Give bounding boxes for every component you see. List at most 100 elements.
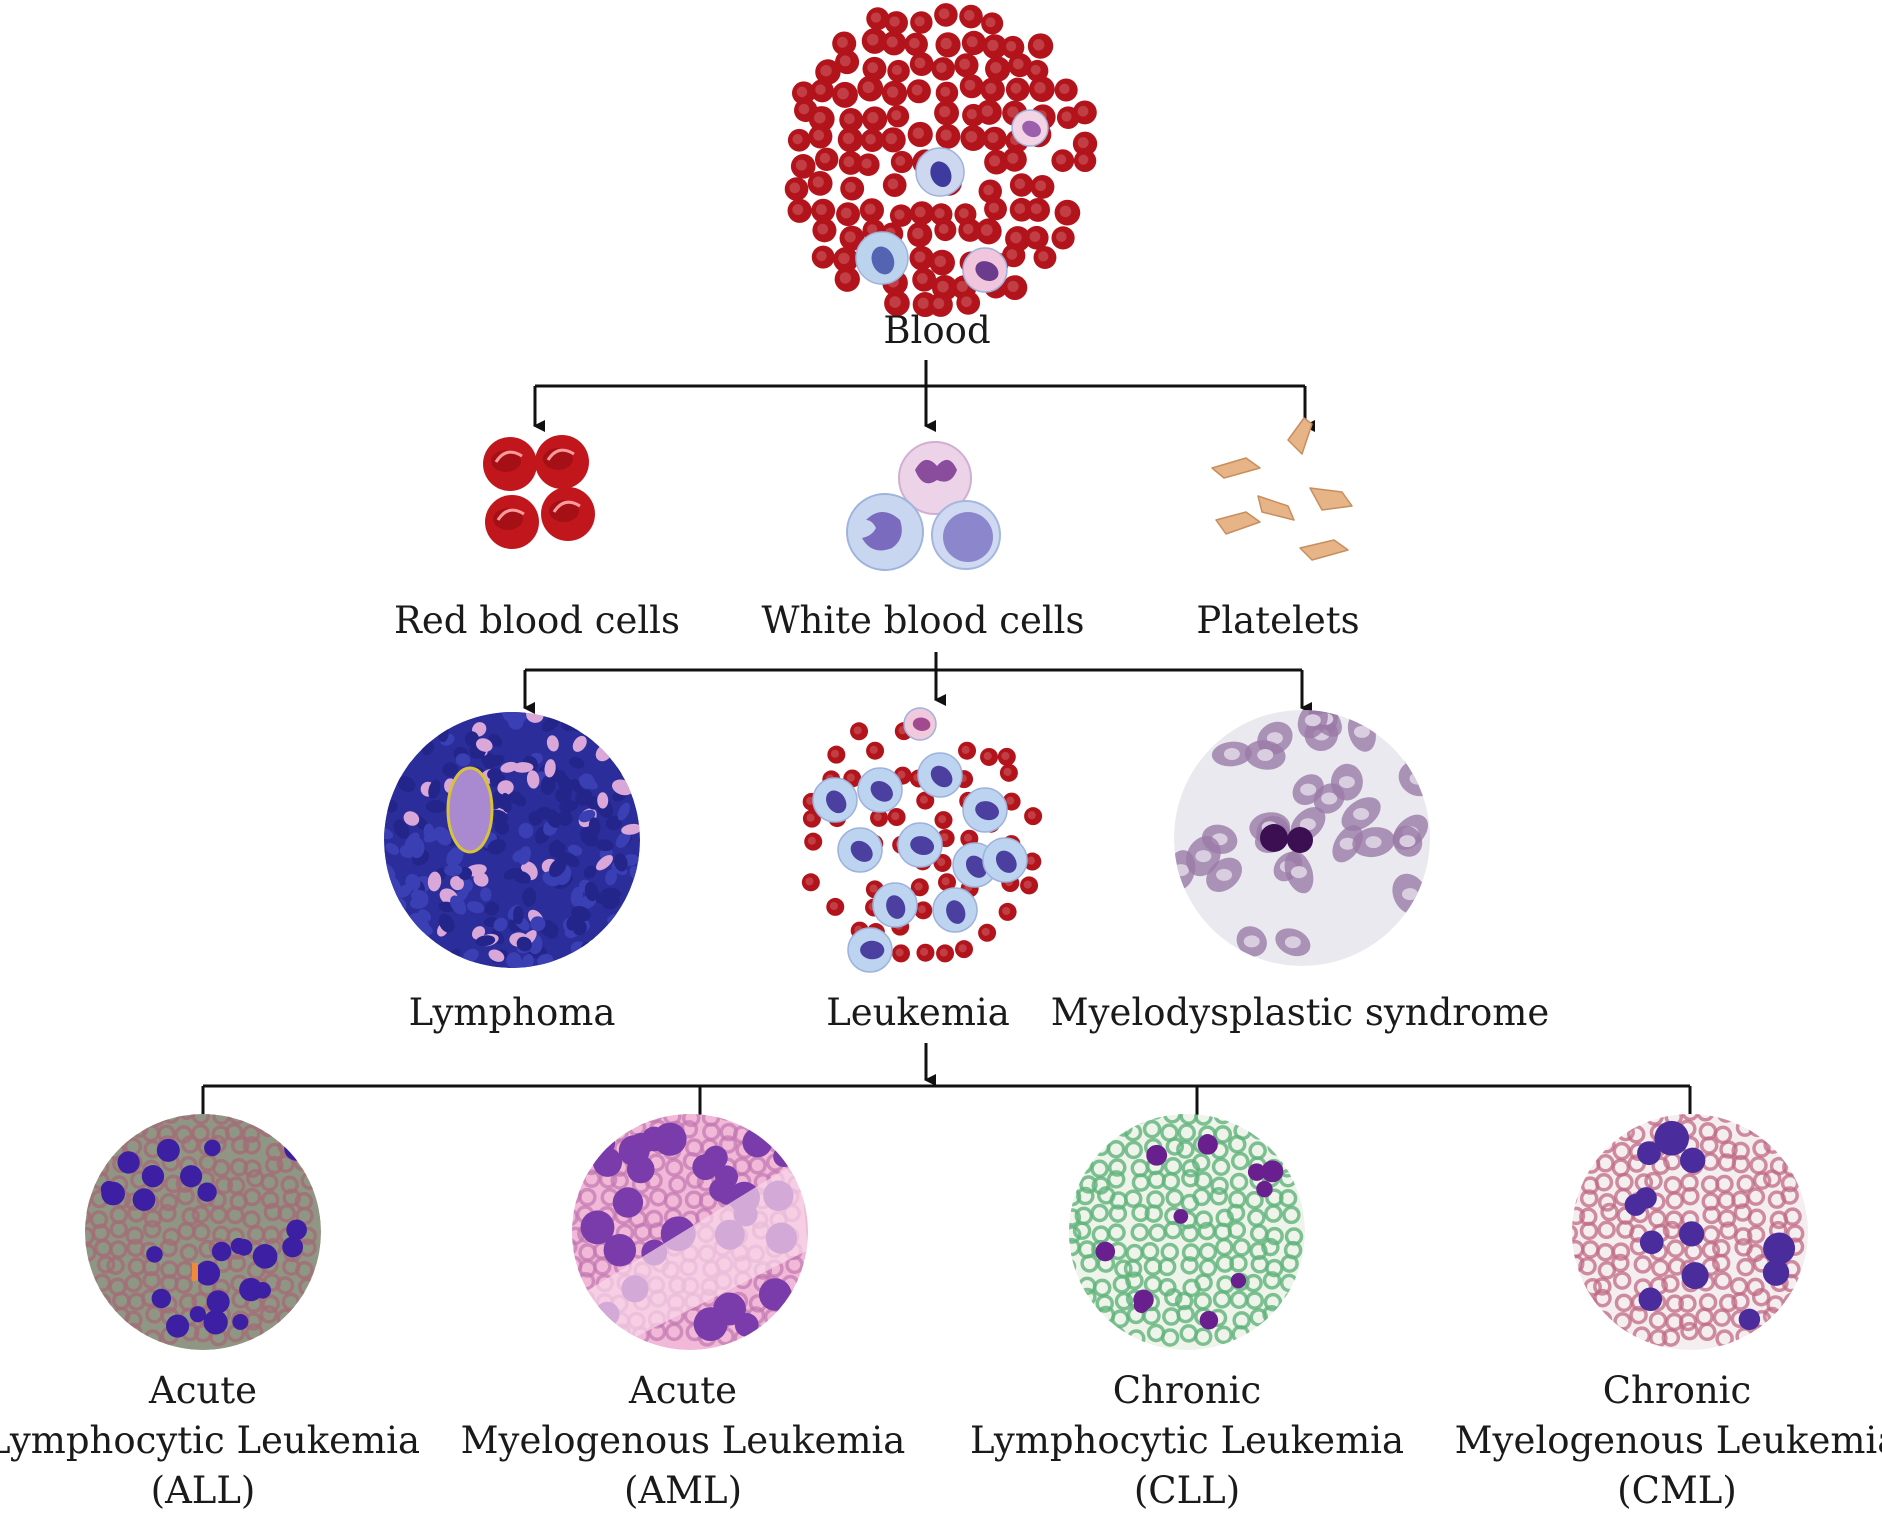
red-cell-highlight [887, 178, 899, 190]
aml-red-cell [572, 1327, 578, 1347]
red-cell-highlight [937, 857, 946, 867]
mds-cell-center [1290, 866, 1307, 879]
lymphoma-cell [384, 941, 396, 962]
aml-red-cell [610, 1171, 629, 1190]
all-red-cell [299, 1121, 319, 1141]
cml-red-cell [1594, 1323, 1614, 1343]
red-cell-highlight [1056, 231, 1067, 243]
red-cell [815, 59, 841, 85]
cml-red-cell [1597, 1261, 1617, 1280]
cml-red-cell [1595, 1121, 1615, 1140]
lymphoma-cell [615, 831, 631, 848]
red-cell [1030, 174, 1055, 199]
cml-red-cell [1572, 1307, 1581, 1327]
lymphoma-cell [606, 731, 621, 750]
cll-blast-cell [1173, 1209, 1189, 1224]
cml-red-cell [1731, 1292, 1750, 1311]
lymphoma-cell [625, 769, 640, 782]
cml-red-cell [1593, 1277, 1612, 1296]
all-red-cell [179, 1243, 199, 1262]
all-blast-cell [197, 1182, 217, 1202]
all-red-cell [90, 1305, 110, 1325]
red-cell [1029, 76, 1055, 102]
mds-illustration [1174, 710, 1430, 966]
cll-red-cell [1247, 1114, 1267, 1121]
cll-red-cell [1267, 1137, 1286, 1156]
cml-red-cell [1752, 1171, 1772, 1190]
red-cell [906, 79, 931, 104]
red-cell-shine [552, 500, 581, 513]
all-red-cell [280, 1120, 299, 1140]
red-cell [907, 222, 933, 248]
red-cell-highlight [980, 224, 993, 236]
all-red-cell [242, 1187, 262, 1207]
lymphoma-cell [569, 756, 585, 769]
white-cell-nucleus [1022, 120, 1041, 138]
all-red-cell [96, 1255, 116, 1274]
red-cell-highlight [815, 204, 827, 215]
lymphoma-cell [605, 815, 623, 831]
red-cell [1054, 199, 1081, 226]
platelet [1299, 539, 1349, 561]
lymphoma-cell [385, 748, 403, 765]
red-cell-highlight [1059, 205, 1072, 218]
cml-red-cell [1579, 1221, 1599, 1241]
red-cell [790, 154, 816, 179]
red-cell-highlight [867, 112, 879, 124]
lymphoma-cell [512, 762, 534, 773]
red-cell-highlight [983, 184, 994, 196]
red-cell-highlight [844, 231, 856, 243]
platelets-illustration [1211, 417, 1353, 561]
cml-red-cell [1597, 1220, 1616, 1240]
cll-blast-cell [1261, 1160, 1284, 1183]
red-cell [838, 151, 863, 175]
aml-red-cell [768, 1135, 787, 1154]
cll-red-cell [1245, 1190, 1264, 1210]
aml-red-cell [664, 1158, 684, 1177]
mds-cell-center [1188, 715, 1205, 728]
lymphoma-cell [517, 846, 531, 865]
cll-red-cell [1076, 1186, 1095, 1206]
lymphoma-cell [450, 895, 467, 915]
aml-red-cell [780, 1308, 799, 1327]
all-red-cell [261, 1294, 280, 1314]
aml-blast-cell [713, 1292, 746, 1326]
mds-nucleus [1260, 824, 1288, 852]
red-cell [1002, 275, 1028, 301]
lymphoma-cell [572, 920, 587, 936]
cll-red-cell [1123, 1259, 1143, 1278]
white-cell-nucleus [886, 895, 906, 919]
red-cell-highlight [1029, 231, 1041, 242]
red-cell-highlight [820, 64, 832, 77]
aml-red-cell [572, 1271, 582, 1290]
red-cell-highlight [816, 250, 827, 262]
mds-cell-center [1257, 749, 1274, 762]
cml-red-cell [1665, 1294, 1685, 1313]
lymphoma-cell [610, 726, 627, 737]
mds-cell-center [1266, 732, 1283, 745]
all-red-cell [276, 1154, 295, 1174]
mds-cell-center [1284, 936, 1301, 949]
all-red-cell [107, 1123, 127, 1143]
red-cell [1027, 33, 1054, 59]
red-cell-highlight [939, 106, 951, 118]
all-red-cell [142, 1220, 162, 1239]
aml-red-cell [577, 1308, 597, 1327]
cml-red-cell [1717, 1209, 1737, 1228]
aml-red-cell [578, 1140, 597, 1159]
all-blast-cell [204, 1139, 221, 1157]
red-cell-highlight [966, 36, 978, 48]
cll-red-cell [1090, 1325, 1110, 1345]
lymphoma-cell [384, 738, 393, 754]
red-cell-highlight [812, 176, 824, 188]
aml-blast-cell [626, 1155, 655, 1184]
aml-red-cell [780, 1135, 799, 1154]
cml-red-cell [1577, 1120, 1596, 1139]
cll-red-cell [1278, 1136, 1298, 1155]
lymphoma-cell [420, 715, 437, 731]
all-blast-cell [141, 1165, 165, 1188]
all-red-cell [176, 1186, 195, 1206]
cll-red-cell [1284, 1290, 1303, 1309]
cll-red-cell [1228, 1135, 1247, 1154]
aml-red-cell [716, 1114, 736, 1121]
